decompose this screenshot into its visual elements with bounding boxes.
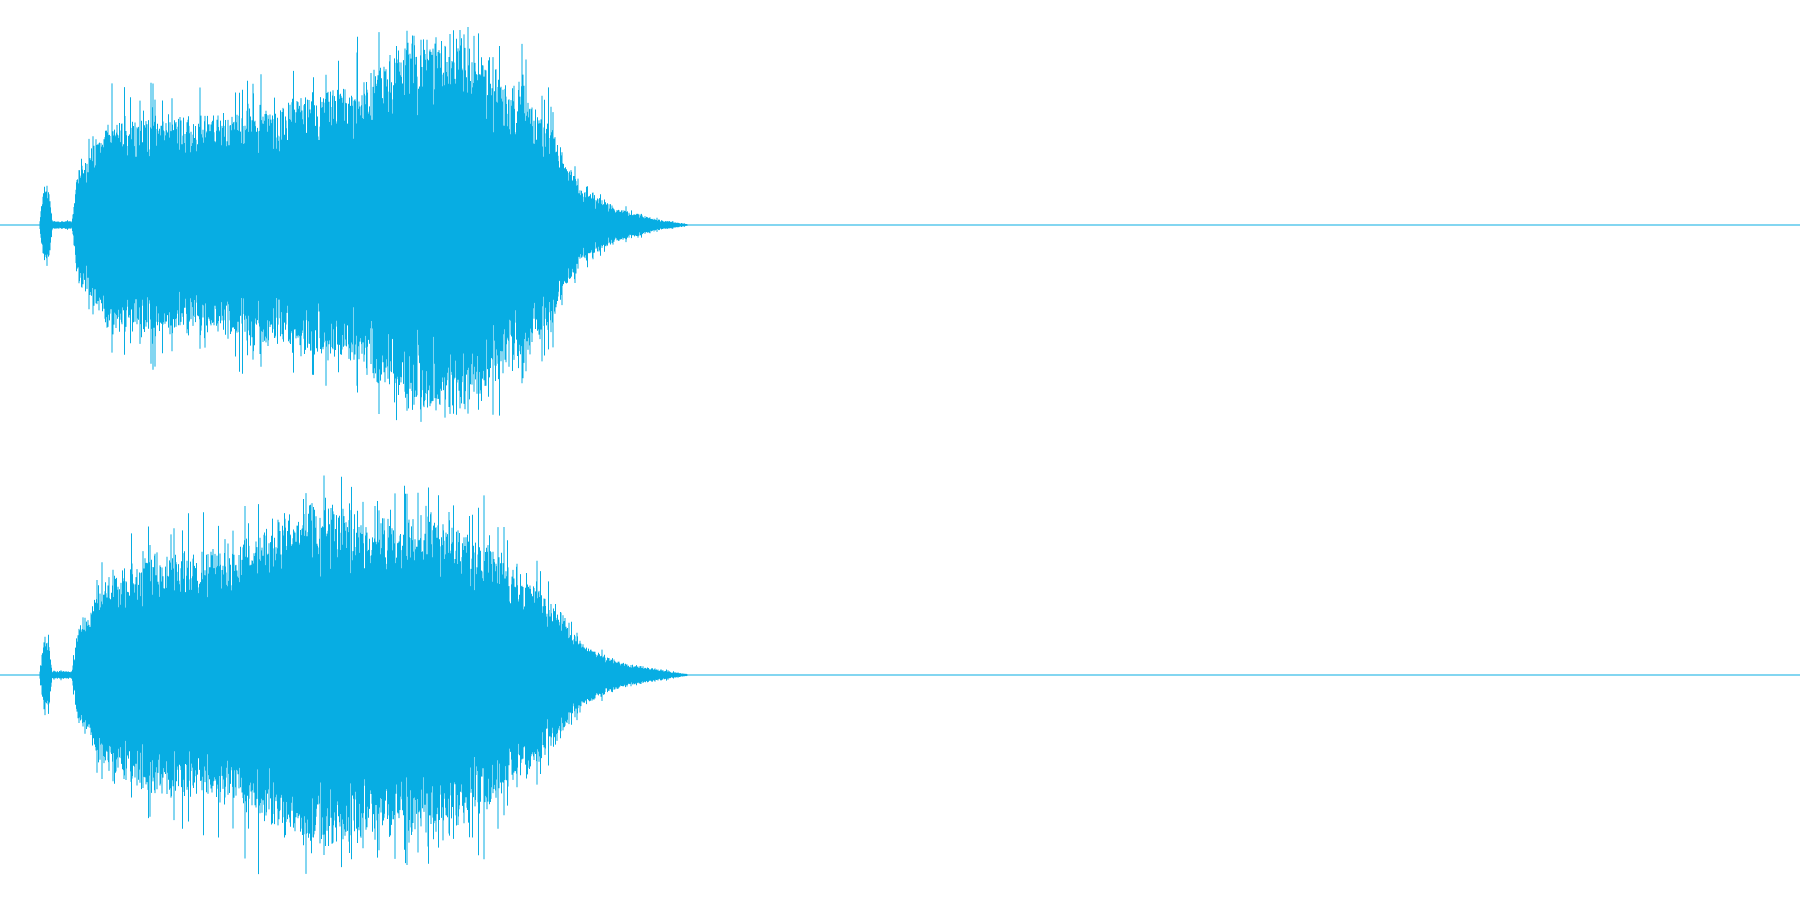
channel-2-track: [0, 475, 1800, 875]
channel-1-waveform: [39, 27, 688, 422]
channel-2-waveform: [39, 475, 688, 875]
channel-1-track: [0, 27, 1800, 422]
